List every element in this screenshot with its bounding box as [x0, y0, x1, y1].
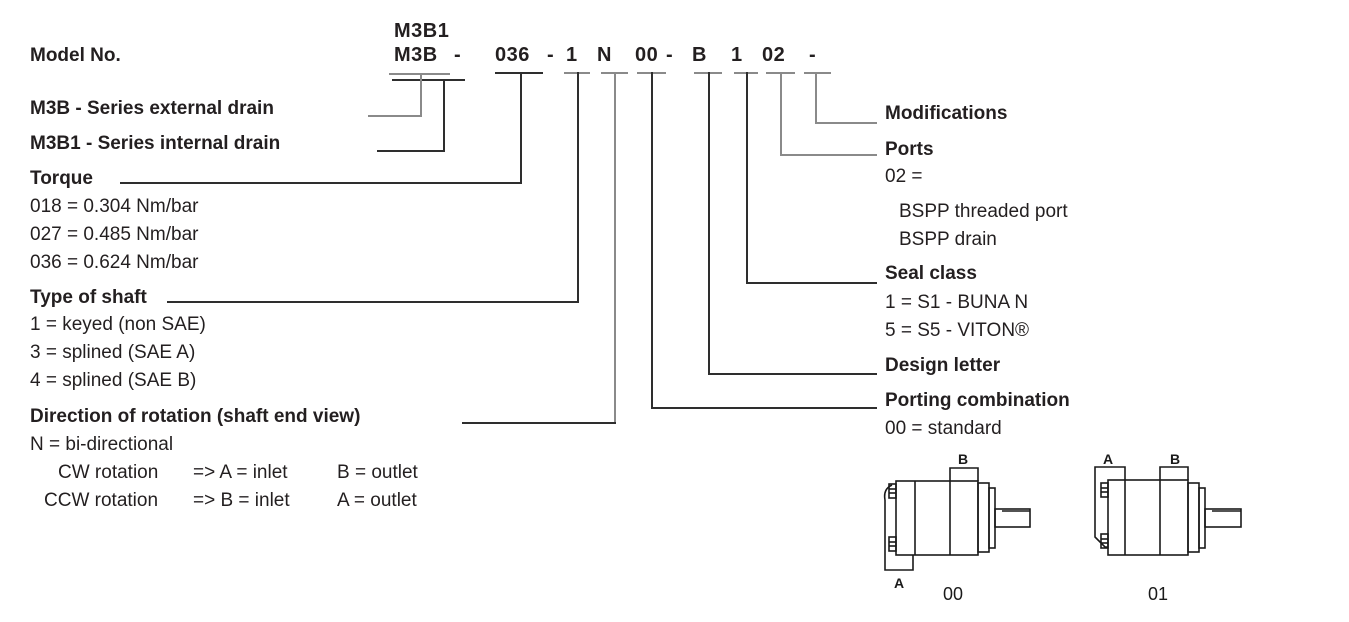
leader-line-shaft: [167, 301, 579, 303]
motor-figure-00: B A 00: [868, 443, 1038, 605]
leader-tick-ports: [780, 72, 782, 156]
rear-fitting-top: [1100, 482, 1109, 498]
motor-figure-01: A B 01: [1078, 443, 1258, 605]
porting-heading: Porting combination: [885, 390, 1070, 411]
motor-body: [895, 480, 979, 556]
output-shaft: [994, 508, 1031, 528]
leader-tick-seal: [746, 72, 748, 284]
seal-class-heading: Seal class: [885, 263, 977, 284]
leader-tick-external: [420, 73, 422, 117]
shaft-item: 4 = splined (SAE B): [30, 370, 197, 391]
leader-line-internal: [377, 150, 445, 152]
front-flange: [1187, 482, 1200, 553]
design-letter-heading: Design letter: [885, 355, 1001, 376]
code-seg-dash1: -: [454, 44, 462, 66]
motor-body: [1107, 479, 1189, 556]
seal-item: 1 = S1 - BUNA N: [885, 292, 1029, 313]
ccw-rotation-outlet: A = outlet: [337, 490, 417, 511]
modifications-heading: Modifications: [885, 103, 1008, 124]
cw-rotation-inlet: => A = inlet: [193, 462, 288, 483]
figure-caption-00: 00: [943, 584, 963, 604]
ports-item: BSPP threaded port: [899, 201, 1068, 222]
code-seg-dash3: -: [666, 44, 674, 66]
leader-line-porting: [651, 407, 877, 409]
port-a-label: A: [894, 575, 904, 591]
leader-tick-torque: [520, 72, 522, 184]
leader-tick-porting: [651, 72, 653, 409]
leader-line-design: [708, 373, 877, 375]
leader-tick-internal: [443, 79, 445, 152]
leader-line-rotation: [462, 422, 616, 424]
motor-01-drawing: A B 01: [1094, 451, 1242, 604]
cw-rotation-outlet: B = outlet: [337, 462, 418, 483]
direction-n-line: N = bi-directional: [30, 434, 174, 455]
port-b-label: B: [958, 451, 968, 467]
figure-caption-01: 01: [1148, 584, 1168, 604]
leader-tick-rotation: [614, 72, 616, 424]
underline-mods: [804, 72, 831, 74]
leader-line-ports: [780, 154, 877, 156]
shaft-item: 1 = keyed (non SAE): [30, 314, 206, 335]
torque-heading: Torque: [30, 168, 93, 189]
flange-hub: [988, 487, 996, 549]
code-seg-dash2: -: [547, 44, 555, 66]
motor-00-drawing: B A 00: [883, 451, 1031, 604]
port-b-tab: [949, 467, 979, 481]
rear-fitting-bottom: [888, 536, 897, 552]
leader-tick-mods: [815, 72, 817, 124]
port-b-tab: [1159, 466, 1189, 480]
torque-item: 036 = 0.624 Nm/bar: [30, 252, 199, 273]
rear-fitting-top: [888, 483, 897, 499]
port-a-passage-curve: [883, 484, 893, 501]
direction-heading: Direction of rotation (shaft end view): [30, 406, 361, 427]
code-series-m3b1: M3B1: [394, 20, 450, 42]
porting-item: 00 = standard: [885, 418, 1002, 439]
code-seg-design: B: [692, 44, 707, 66]
leader-line-external: [368, 115, 422, 117]
series-external-label: M3B - Series external drain: [30, 98, 274, 119]
model-no-label: Model No.: [30, 45, 121, 66]
leader-line-seal: [746, 282, 877, 284]
code-seg-rotation: N: [597, 44, 612, 66]
flange-hub: [1198, 487, 1206, 549]
code-seg-series: M3B: [394, 44, 438, 66]
code-seg-shaft: 1: [566, 44, 578, 66]
underline-series2: [392, 79, 465, 81]
torque-item: 027 = 0.485 Nm/bar: [30, 224, 199, 245]
seal-item: 5 = S5 - VITON®: [885, 320, 1030, 341]
port-a-label: A: [1103, 451, 1113, 467]
series-internal-label: M3B1 - Series internal drain: [30, 133, 281, 154]
output-shaft: [1204, 508, 1242, 528]
shaft-item: 3 = splined (SAE A): [30, 342, 196, 363]
code-seg-torque: 036: [495, 44, 530, 66]
front-flange: [977, 482, 990, 553]
code-seg-porting: 00: [635, 44, 659, 66]
leader-line-mods: [815, 122, 877, 124]
torque-item: 018 = 0.304 Nm/bar: [30, 196, 199, 217]
underline-torque: [495, 72, 543, 74]
ccw-rotation-inlet: => B = inlet: [193, 490, 290, 511]
port-a-tab: [884, 500, 914, 571]
shaft-heading: Type of shaft: [30, 287, 147, 308]
leader-tick-shaft: [577, 72, 579, 303]
cw-rotation-label: CW rotation: [58, 462, 159, 483]
underline-series: [389, 73, 450, 75]
leader-line-torque: [120, 182, 522, 184]
ports-item: BSPP drain: [899, 229, 997, 250]
code-seg-ports: 02: [762, 44, 786, 66]
code-seg-seal: 1: [731, 44, 743, 66]
leader-tick-design: [708, 72, 710, 375]
ports-heading: Ports: [885, 139, 934, 160]
port-a-tab: [1094, 466, 1126, 548]
ccw-rotation-label: CCW rotation: [44, 490, 159, 511]
code-seg-mods: -: [809, 44, 817, 66]
port-b-label: B: [1170, 451, 1180, 467]
rear-fitting-bottom: [1100, 533, 1109, 549]
ports-code: 02 =: [885, 166, 923, 187]
